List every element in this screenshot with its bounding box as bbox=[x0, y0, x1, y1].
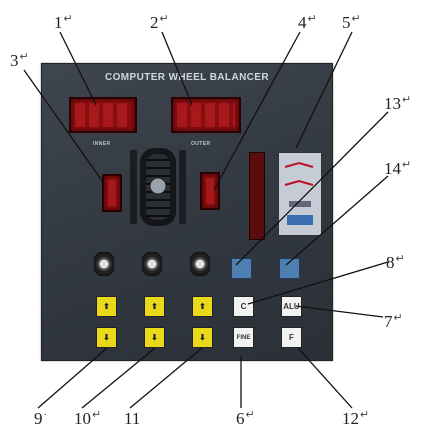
distance-up-button[interactable]: ⬆ bbox=[96, 296, 117, 317]
callout-label: 8 bbox=[386, 253, 395, 272]
return-mark-icon: ↵ bbox=[63, 13, 73, 25]
alu-button[interactable]: ALU bbox=[281, 296, 302, 317]
callout-label: 10 bbox=[74, 409, 91, 428]
return-mark-icon: ↵ bbox=[360, 409, 370, 421]
callout-label: 1 bbox=[54, 13, 63, 32]
distance-wheel-icon bbox=[94, 252, 114, 276]
width-wheel-icon bbox=[142, 252, 162, 276]
return-mark-icon: ↵ bbox=[402, 94, 412, 106]
distance-down-button[interactable]: ⬇ bbox=[96, 327, 117, 348]
callout-label: 9 bbox=[34, 409, 43, 428]
fine-button[interactable]: FINE bbox=[233, 327, 254, 348]
weight-position-diagram bbox=[278, 152, 322, 236]
return-mark-icon: ↵ bbox=[351, 13, 361, 25]
callout-13: 13↵ bbox=[384, 94, 412, 113]
outer-label: OUTER bbox=[191, 141, 211, 147]
return-mark-icon: ↵ bbox=[92, 409, 102, 421]
inner-label: INNER bbox=[93, 141, 111, 147]
return-mark-icon: ↵ bbox=[402, 159, 412, 171]
return-mark-icon: ↵ bbox=[19, 51, 29, 63]
width-down-button[interactable]: ⬇ bbox=[144, 327, 165, 348]
callout-label: 12 bbox=[342, 409, 359, 428]
callout-label: 13 bbox=[384, 94, 401, 113]
diameter-wheel-icon bbox=[190, 252, 210, 276]
callout-11: 11 bbox=[124, 410, 141, 427]
balancer-control-panel: COMPUTER WHEEL BALANCER INNER OUTER ⬆ ⬆ bbox=[41, 63, 333, 361]
mode-button-13[interactable] bbox=[231, 258, 252, 279]
return-mark-icon: ↵ bbox=[395, 253, 405, 265]
callout-10: 10↵ bbox=[74, 409, 102, 428]
diameter-up-button[interactable]: ⬆ bbox=[192, 296, 213, 317]
callout-8: 8↵ bbox=[386, 253, 405, 272]
callout-label: 4 bbox=[298, 13, 307, 32]
callout-3: 3↵ bbox=[10, 51, 29, 70]
callout-label: 3 bbox=[10, 51, 19, 70]
return-mark-icon: ↵ bbox=[159, 13, 169, 25]
width-up-button[interactable]: ⬆ bbox=[144, 296, 165, 317]
return-mark-icon: ↵ bbox=[393, 312, 403, 324]
inner-weight-display bbox=[69, 97, 137, 133]
callout-1: 1↵ bbox=[54, 13, 73, 32]
diameter-down-button[interactable]: ⬇ bbox=[192, 327, 213, 348]
panel-title: COMPUTER WHEEL BALANCER bbox=[104, 72, 269, 83]
outer-weight-display bbox=[171, 97, 241, 133]
c-button[interactable]: C bbox=[233, 296, 254, 317]
callout-label: 6 bbox=[236, 409, 245, 428]
callout-2: 2↵ bbox=[150, 13, 169, 32]
callout-5: 5↵ bbox=[342, 13, 361, 32]
callout-12: 12↵ bbox=[342, 409, 370, 428]
callout-9: 9· bbox=[34, 409, 48, 428]
return-mark-icon: ↵ bbox=[245, 409, 255, 421]
return-mark-icon: ↵ bbox=[307, 13, 317, 25]
bullet-mark-icon: · bbox=[43, 409, 48, 421]
outer-position-display bbox=[200, 172, 220, 210]
callout-6: 6↵ bbox=[236, 409, 255, 428]
callout-label: 11 bbox=[124, 409, 141, 428]
callout-4: 4↵ bbox=[298, 13, 317, 32]
f-button[interactable]: F bbox=[281, 327, 302, 348]
callout-label: 5 bbox=[342, 13, 351, 32]
led-indicator-strip bbox=[249, 152, 265, 240]
rim-diagram-icon bbox=[284, 161, 314, 225]
mode-button-14[interactable] bbox=[279, 258, 300, 279]
tire-diagram-icon bbox=[130, 148, 186, 226]
callout-label: 7 bbox=[384, 312, 393, 331]
callout-7: 7↵ bbox=[384, 312, 403, 331]
callout-label: 14 bbox=[384, 159, 401, 178]
inner-position-display bbox=[102, 174, 122, 212]
callout-14: 14↵ bbox=[384, 159, 412, 178]
callout-label: 2 bbox=[150, 13, 159, 32]
